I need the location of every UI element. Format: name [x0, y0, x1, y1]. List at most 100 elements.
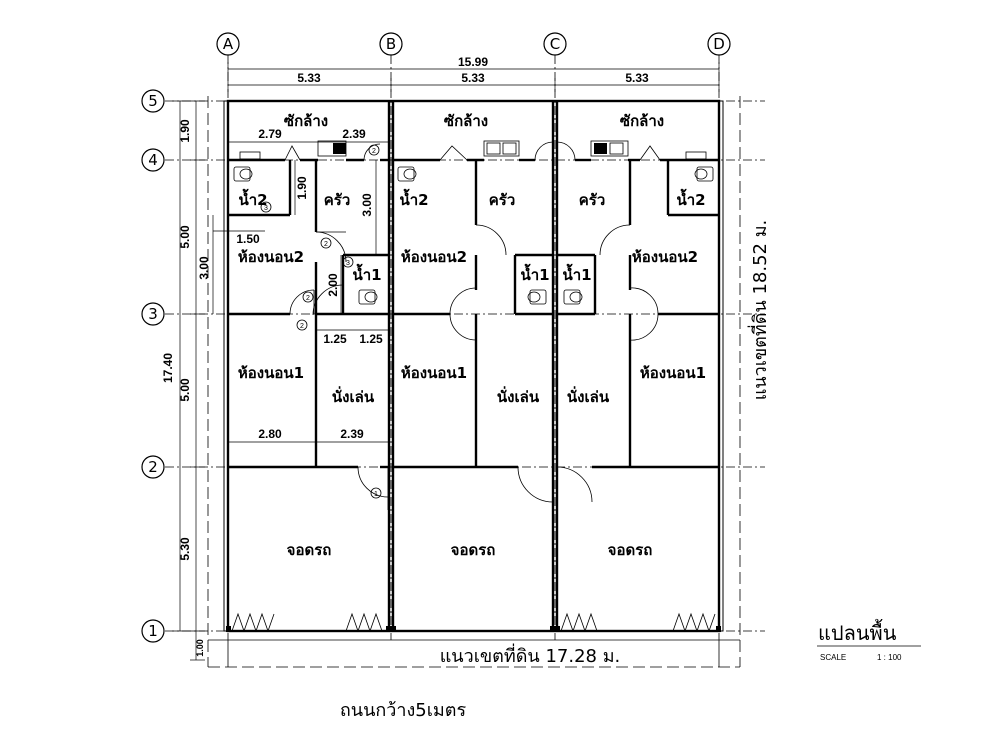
toilet-icon [397, 166, 417, 182]
axis-label: 5 [148, 92, 158, 110]
door-tags: 1 2 2 2 2 3 3 [260, 144, 382, 499]
row-axis-1: 1 [141, 619, 165, 643]
property-boundary [207, 96, 741, 668]
dimension-2-39-top: 2.39 [342, 127, 366, 141]
bay-dimension-3: 5.33 [625, 71, 649, 85]
door-tag: 3 [264, 205, 268, 212]
laundry-sinks [239, 140, 707, 160]
drawing-title: แปลนพื้น [818, 619, 897, 645]
scale-value: 1 : 100 [877, 653, 902, 662]
toilet-icon [233, 166, 253, 182]
toilet-icon [563, 289, 583, 305]
column-axis-c: C [543, 32, 567, 56]
dimension-3-00-left: 3.00 [197, 256, 211, 280]
room-label-laundry: ซักล้าง [620, 112, 664, 130]
door-tag: 2 [306, 295, 310, 302]
room-label-bedroom1: ห้องนอน1 [640, 364, 706, 382]
dimension-2-39-bottom: 2.39 [340, 427, 364, 441]
room-label-bath2: น้ำ2 [676, 188, 705, 209]
door-tag: 1 [374, 491, 378, 498]
toilet-icon [527, 289, 547, 305]
row-dimension-4: 5.30 [178, 537, 192, 561]
dimension-1-25-b: 1.25 [359, 332, 383, 346]
scale-label: SCALE [820, 653, 846, 662]
axis-label: B [386, 35, 396, 53]
column-axis-b: B [379, 32, 403, 56]
axis-label: C [550, 35, 560, 53]
room-label-living: นั่งเล่น [497, 386, 540, 406]
overall-width-dimension: 15.99 [458, 55, 488, 69]
room-label-bath2: น้ำ2 [238, 188, 267, 209]
garage-door-markers [226, 612, 721, 633]
room-label-living: นั่งเล่น [567, 386, 610, 406]
room-label-parking: จอดรถ [287, 541, 332, 559]
bottom-boundary-label: แนวเขตที่ดิน 17.28 ม. [440, 643, 621, 667]
room-label-bath1: น้ำ1 [520, 263, 549, 284]
column-axis-a: A [216, 32, 240, 56]
unit-3-walls [557, 158, 719, 469]
interior-dimension-lines [212, 141, 389, 443]
room-label-laundry: ซักล้าง [444, 112, 488, 130]
axis-label: 2 [148, 458, 158, 476]
right-boundary-label: แนวเขตที่ดิน 18.52 ม. [747, 220, 771, 401]
party-walls [387, 101, 559, 631]
left-dimensions: 17.40 1.90 5.00 5.00 5.30 1.00 [161, 100, 205, 661]
dimension-2-80: 2.80 [258, 427, 282, 441]
row-axis-5: 5 [141, 89, 165, 113]
dimension-1-90: 1.90 [295, 176, 309, 200]
axis-label: 3 [148, 305, 158, 323]
door-tag: 2 [372, 148, 376, 155]
room-label-parking: จอดรถ [608, 541, 653, 559]
row-axis-2: 2 [141, 455, 165, 479]
door-tag: 2 [300, 323, 304, 330]
axis-label: 4 [148, 151, 158, 169]
room-label-bedroom2: ห้องนอน2 [632, 248, 698, 266]
door-tag: 2 [324, 241, 328, 248]
setback-dimension: 1.00 [195, 639, 205, 657]
room-label-laundry: ซักล้าง [284, 112, 328, 130]
unit-2-walls [393, 158, 553, 469]
dimension-1-25-a: 1.25 [323, 332, 347, 346]
door-tag: 3 [346, 260, 350, 267]
road-label: ถนนกว้าง5เมตร [340, 700, 467, 721]
row-dimension-1: 1.90 [178, 119, 192, 143]
bay-dimension-2: 5.33 [461, 71, 485, 85]
door-swings [284, 141, 661, 512]
room-label-kitchen: ครัว [579, 191, 606, 209]
room-label-bedroom2: ห้องนอน2 [238, 248, 304, 266]
dimension-2-00: 2.00 [326, 273, 340, 297]
room-label-kitchen: ครัว [324, 191, 351, 209]
room-label-bedroom1: ห้องนอน1 [238, 364, 304, 382]
unit-1-room-labels: ซักล้าง น้ำ2 ครัว ห้องนอน2 น้ำ1 ห้องนอน1… [238, 112, 382, 559]
axis-label: A [223, 35, 234, 53]
bay-dimension-1: 5.33 [297, 71, 321, 85]
toilet-icon [358, 289, 378, 305]
top-dimensions: 15.99 5.33 5.33 5.33 [227, 55, 720, 92]
row-dimension-3: 5.00 [178, 378, 192, 402]
axis-label: D [713, 35, 725, 53]
dimension-3-00: 3.00 [360, 193, 374, 217]
unit-3-room-labels: ซักล้าง ครัว น้ำ2 ห้องนอน2 น้ำ1 ห้องนอน1… [562, 112, 706, 559]
dimension-1-50: 1.50 [236, 232, 260, 246]
room-label-parking: จอดรถ [451, 541, 496, 559]
title-block: แปลนพื้น SCALE 1 : 100 [817, 619, 921, 662]
room-label-bedroom1: ห้องนอน1 [401, 364, 467, 382]
unit-2-room-labels: ซักล้าง น้ำ2 ครัว ห้องนอน2 น้ำ1 ห้องนอน1… [399, 112, 549, 559]
room-label-bath2: น้ำ2 [399, 188, 428, 209]
unit-1-walls [228, 158, 389, 469]
room-label-bedroom2: ห้องนอน2 [401, 248, 467, 266]
row-axis-4: 4 [141, 148, 165, 172]
row-axis-3: 3 [141, 302, 165, 326]
room-label-living: นั่งเล่น [332, 386, 375, 406]
toilets [233, 166, 714, 305]
interior-dimensions: 2.79 2.39 1.90 3.00 1.50 3.00 2.00 1.25 … [197, 127, 383, 441]
toilet-icon [694, 166, 714, 182]
room-label-kitchen: ครัว [489, 191, 516, 209]
room-label-bath1: น้ำ1 [352, 263, 381, 284]
axis-label: 1 [148, 622, 158, 640]
row-dimension-2: 5.00 [178, 225, 192, 249]
room-label-bath1: น้ำ1 [562, 263, 591, 284]
column-axis-d: D [707, 32, 731, 56]
total-depth-dimension: 17.40 [161, 353, 175, 383]
